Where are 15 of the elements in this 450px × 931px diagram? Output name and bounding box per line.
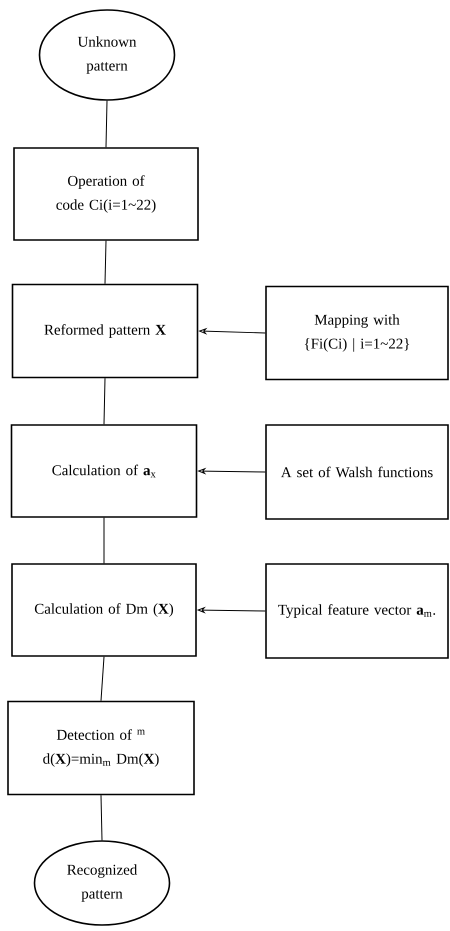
connector-line (100, 656, 104, 702)
process-box: A set of Walsh functions (265, 424, 449, 520)
connector-line (100, 794, 102, 841)
process-box: Mapping with {Fi(Ci) | i=1~22} (265, 286, 449, 380)
process-box: Reformed pattern X (12, 284, 198, 378)
process-box: Detection of $^{m}$ d(X)=min$_{m}$ Dm(X) (7, 700, 195, 796)
connector-line (104, 240, 106, 284)
process-box: Typical feature vector a$_{m}$. (265, 563, 449, 659)
process-box: Calculation of a$_{x}$ (10, 424, 198, 518)
connector-line (104, 378, 106, 425)
terminal-oval: Recognized pattern (34, 840, 170, 926)
process-box: Calculation of Dm (X) (11, 563, 197, 657)
terminal-oval: Unknown pattern (38, 9, 176, 101)
connector-line (106, 100, 108, 148)
process-box: Operation of code Ci(i=1~22) (13, 147, 199, 241)
